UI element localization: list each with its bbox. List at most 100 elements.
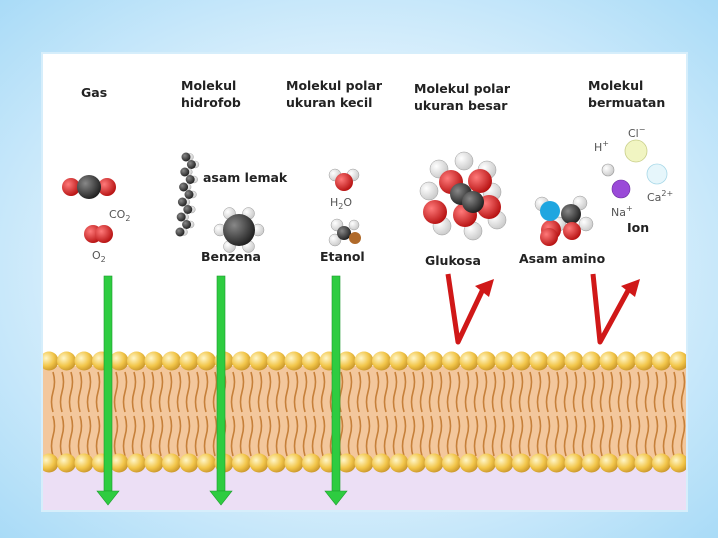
- lipid-tail-upper: [608, 371, 614, 413]
- lipid-tail-upper: [257, 371, 263, 413]
- lipid-tail-upper: [626, 371, 632, 413]
- lipid-tail-upper: [347, 371, 353, 413]
- lipid-head-lower: [284, 453, 304, 473]
- lipid-tail-lower: [122, 415, 128, 457]
- header-large-polar-2: ukuran besar: [414, 98, 508, 113]
- header-charged-1: Molekul: [588, 78, 643, 93]
- lipid-tail-lower: [266, 415, 272, 457]
- pass-arrow-shaft: [216, 275, 226, 492]
- lipid-tail-upper: [95, 371, 101, 413]
- lipid-tail-upper: [356, 371, 362, 413]
- lipid-head-lower: [372, 453, 391, 473]
- lipid-tail-lower: [68, 415, 74, 457]
- lipid-tail-upper: [482, 371, 488, 413]
- glucose-carbon: [462, 191, 484, 213]
- lipid-tail-upper: [554, 371, 560, 413]
- lipid-tail-upper: [293, 371, 299, 413]
- lipid-head-lower: [617, 453, 636, 473]
- lipid-tail-lower: [320, 415, 326, 457]
- ethanol-label: Etanol: [320, 249, 365, 264]
- lipid-tail-lower: [446, 415, 452, 457]
- lipid-tail-upper: [131, 371, 137, 413]
- lipid-tail-lower: [599, 415, 605, 457]
- lipid-head-lower: [144, 453, 164, 473]
- lipid-head-upper: [337, 351, 356, 371]
- lipid-tail-upper: [518, 371, 524, 413]
- lipid-head-lower: [267, 453, 286, 473]
- header-charged-2: bermuatan: [588, 95, 665, 110]
- lipid-head-upper: [284, 351, 304, 371]
- lipid-tail-lower: [500, 415, 506, 457]
- lipid-head-lower: [389, 453, 409, 473]
- lipid-tail-lower: [608, 415, 614, 457]
- lipid-head-upper: [599, 351, 619, 371]
- lipid-tail-lower: [554, 415, 560, 457]
- pass-arrow-head: [209, 490, 233, 506]
- lipid-tail-upper: [185, 371, 191, 413]
- lipid-tail-upper: [455, 371, 461, 413]
- header-large-polar-1: Molekul polar: [414, 81, 511, 96]
- o2-molecule: [84, 225, 113, 243]
- blocked-arrow-glucose: [445, 273, 494, 345]
- water-molecule: [328, 168, 360, 191]
- lipid-tails: [50, 371, 686, 457]
- header-hydrophobic-2: hidrofob: [181, 95, 241, 110]
- lipid-tail-lower: [257, 415, 263, 457]
- pass-arrow-shaft: [331, 275, 341, 492]
- fatty-acid-molecule: [175, 152, 200, 237]
- co2-molecule: [62, 175, 116, 199]
- lipid-head-upper: [372, 351, 391, 371]
- lipid-head-upper: [57, 351, 76, 371]
- lipid-tail-lower: [356, 415, 362, 457]
- ca-ion: [646, 163, 668, 185]
- lipid-tail-upper: [599, 371, 605, 413]
- lipid-tail-lower: [374, 415, 380, 457]
- lipid-tail-upper: [320, 371, 326, 413]
- lipid-tail-lower: [95, 415, 101, 457]
- lipid-tail-lower: [239, 415, 245, 457]
- glucose-hydrogen: [419, 181, 439, 201]
- lipid-tail-lower: [59, 415, 65, 457]
- lipid-head-lower: [179, 453, 199, 473]
- lipid-tail-lower: [464, 415, 470, 457]
- lipid-head-lower: [547, 453, 566, 473]
- lipid-tail-upper: [491, 371, 497, 413]
- lipid-tail-lower: [509, 415, 515, 457]
- lipid-tail-lower: [527, 415, 533, 457]
- lipid-tail-lower: [383, 415, 389, 457]
- lipid-head-upper: [232, 351, 251, 371]
- lipid-tail-upper: [59, 371, 65, 413]
- lipid-head-lower: [564, 453, 584, 473]
- lipid-tail-upper: [203, 371, 209, 413]
- amino-acid-molecule: [534, 195, 594, 246]
- header-small-polar-1: Molekul polar: [286, 78, 383, 93]
- lipid-tail-lower: [545, 415, 551, 457]
- lipid-tail-lower: [365, 415, 371, 457]
- lipid-tail-upper: [563, 371, 569, 413]
- na-ion-label: Na+: [611, 204, 633, 219]
- lipid-tail-lower: [680, 415, 686, 457]
- lipid-tail-upper: [248, 371, 254, 413]
- lipid-head-upper: [477, 351, 496, 371]
- lipid-tail-lower: [635, 415, 641, 457]
- lipid-tail-upper: [212, 371, 218, 413]
- fatty-acid-carbon: [182, 220, 192, 229]
- lipid-tail-lower: [203, 415, 209, 457]
- lipid-tail-upper: [239, 371, 245, 413]
- lipid-tail-lower: [455, 415, 461, 457]
- lipid-tail-lower: [149, 415, 155, 457]
- lipid-tail-lower: [284, 415, 290, 457]
- lipid-tail-lower: [563, 415, 569, 457]
- lipid-tail-upper: [464, 371, 470, 413]
- lipid-head-upper: [162, 351, 181, 371]
- lipid-tail-lower: [176, 415, 182, 457]
- glucose-oxygen: [468, 169, 492, 193]
- lipid-tail-upper: [680, 371, 686, 413]
- h-ion-label: H+: [594, 139, 609, 154]
- ca-ion-label: Ca2+: [647, 189, 673, 204]
- lipid-tail-lower: [158, 415, 164, 457]
- glucose-molecule: [419, 151, 507, 241]
- lipid-head-lower: [302, 453, 321, 473]
- lipid-tail-upper: [140, 371, 146, 413]
- membrane-permeability-diagram: Gas Molekul hidrofob Molekul polar ukura…: [43, 78, 686, 510]
